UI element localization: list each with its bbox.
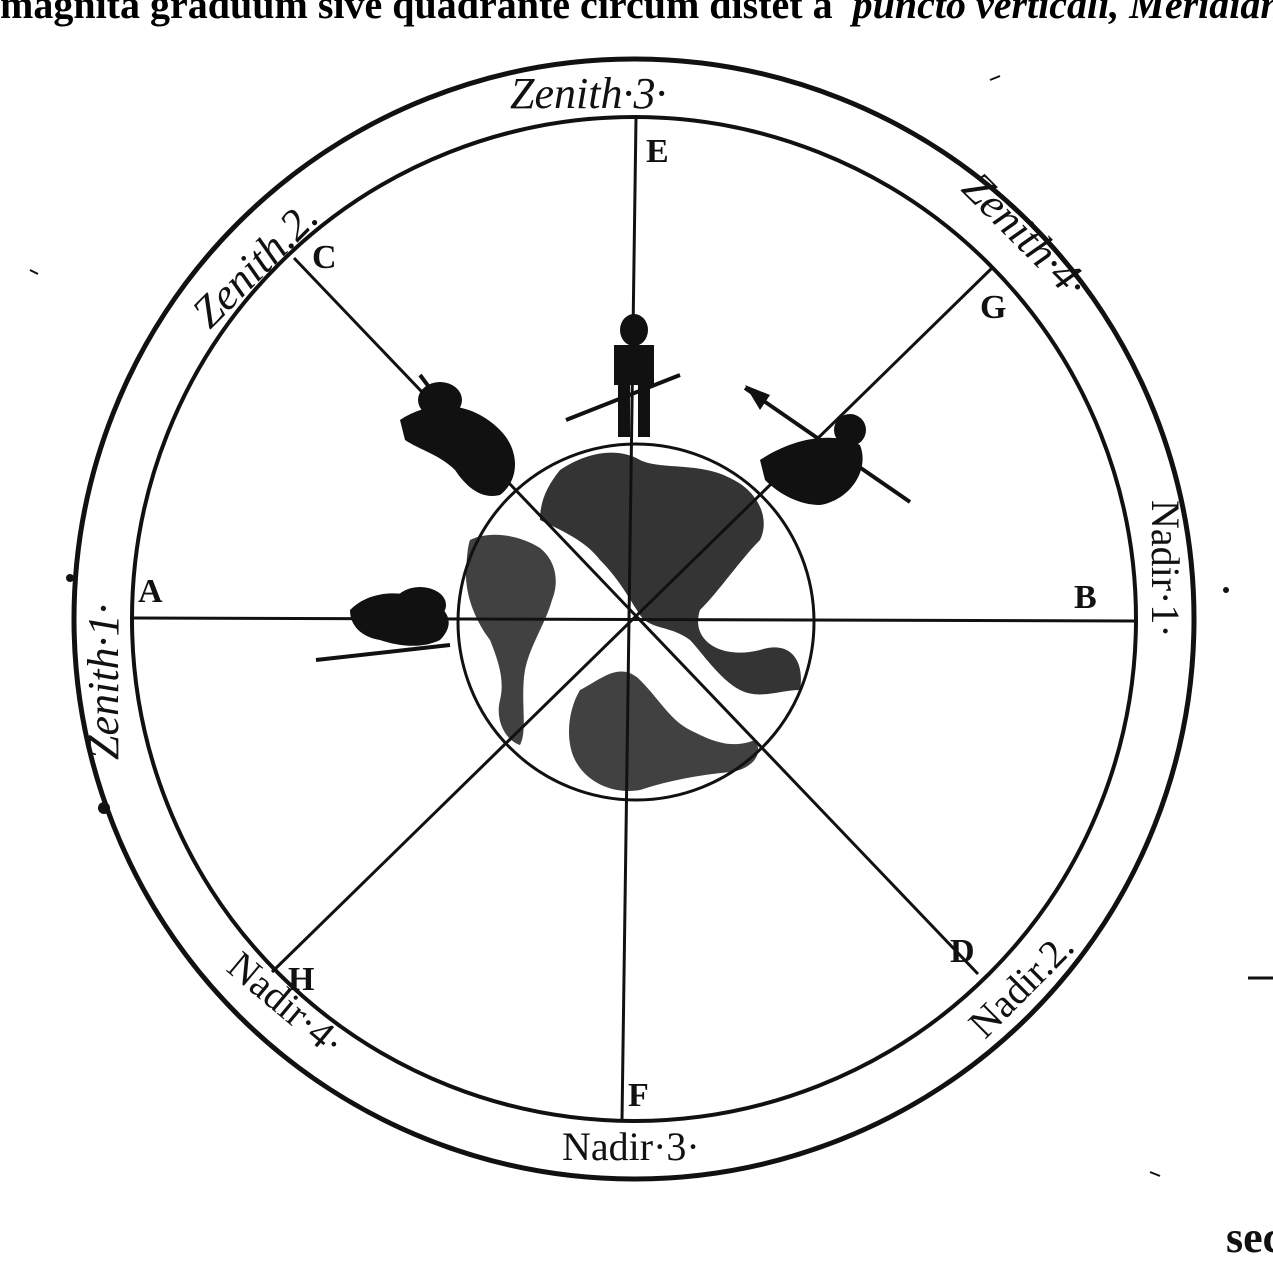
label-nadir-3: Nadir·3· <box>562 1124 700 1169</box>
continent-west <box>465 534 556 745</box>
earth-globe <box>456 442 816 802</box>
point-a: A <box>138 573 163 610</box>
line-g-h <box>270 266 994 974</box>
globe-circle <box>456 442 816 802</box>
header-text-italic: puncto verticali, Meridian <box>850 0 1273 27</box>
outer-ring <box>71 56 1197 1182</box>
continent-north <box>540 452 801 695</box>
label-nadir-1: Nadir·1· <box>1143 500 1188 638</box>
header-text: magnita graduum sive quadrante circum di… <box>0 0 1273 27</box>
label-nadir-4: Nadir·4· <box>219 942 353 1065</box>
label-zenith-3: Zenith·3· <box>510 69 666 118</box>
inner-ring <box>130 115 1138 1123</box>
label-zenith-2: Zenith.2. <box>182 192 327 337</box>
point-b: B <box>1074 579 1097 616</box>
line-e-f <box>620 117 638 1121</box>
point-d: D <box>950 933 975 970</box>
point-c: C <box>312 239 337 276</box>
footer-fragment: sec <box>1226 1213 1273 1258</box>
header-text-regular: magnita graduum sive quadrante circum di… <box>0 0 833 27</box>
continent-south <box>568 671 759 791</box>
point-f: F <box>628 1077 649 1114</box>
figure-left <box>315 587 451 662</box>
print-specks <box>29 75 1273 1177</box>
point-g: G <box>980 289 1006 326</box>
point-h: H <box>288 961 314 998</box>
label-zenith-1: Zenith·1· <box>79 604 128 760</box>
point-e: E <box>646 133 669 170</box>
figure-upper-right <box>743 385 912 505</box>
figure-upper-left <box>400 373 515 496</box>
figure-top <box>565 314 681 437</box>
